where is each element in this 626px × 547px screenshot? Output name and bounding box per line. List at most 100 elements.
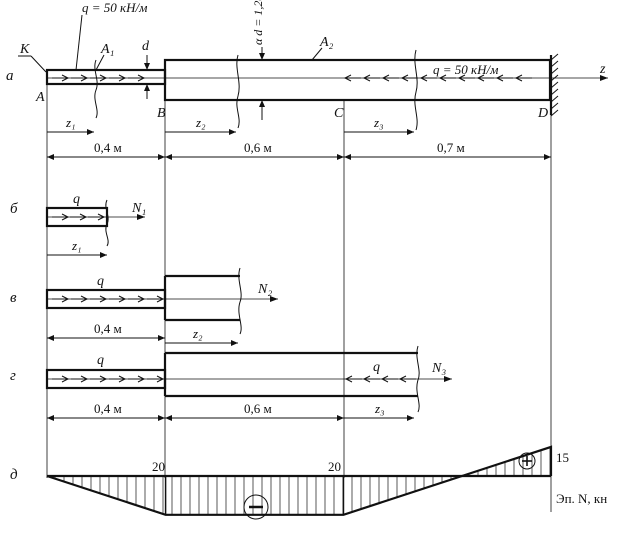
row-label-a: а: [6, 68, 14, 84]
load-arrow-icon: [61, 74, 70, 82]
load-label-left: q = 50 кН/м: [82, 0, 147, 15]
load-arrow-icon: [457, 74, 466, 82]
load-arrow-icon: [80, 295, 89, 303]
distributed-load-b: [52, 213, 106, 221]
load-arrow-icon: [61, 375, 70, 383]
cut-rod-g-thick: [163, 351, 418, 398]
diameter-d-label: d: [142, 39, 150, 54]
point-d-label: D: [537, 106, 548, 121]
z1-b-arrow-icon: [100, 252, 107, 258]
load-arrow-icon: [61, 213, 70, 221]
epure-value-d: 15: [556, 450, 569, 465]
q-label-b: q: [73, 192, 80, 207]
z2-arrow-icon: [229, 129, 236, 135]
n3-arrow-icon: [444, 376, 452, 382]
z1-label: z₁: [65, 115, 76, 130]
length-1-label: 0,4 м: [94, 140, 122, 155]
section-line-3: [414, 49, 418, 131]
load-arrow-icon: [380, 375, 389, 383]
load-arrow-icon: [99, 295, 108, 303]
len1-v-left-arrow-icon: [47, 335, 54, 341]
load-arrow-icon: [61, 295, 70, 303]
load-arrow-icon: [362, 74, 371, 82]
load-arrow-icon: [438, 74, 447, 82]
n2-arrow-icon: [270, 296, 278, 302]
main-rod-scheme: а z K q = 50 кН/м: [6, 0, 608, 160]
row-label-d: д: [10, 467, 18, 483]
q-label-g-right: q: [373, 360, 380, 375]
n1-label: N₁: [131, 201, 146, 216]
distributed-load-ab: [52, 74, 146, 82]
z-axis-label: z: [599, 62, 606, 77]
load-arrow-icon: [137, 375, 146, 383]
load-arrow-icon: [118, 375, 127, 383]
section-scheme-b: б q N₁ z₁: [10, 192, 146, 258]
load-arrow-icon: [137, 74, 146, 82]
a2-leader-line: [311, 47, 323, 61]
load-leader-left: [75, 14, 83, 71]
epure-title: Эп. N, кн: [556, 491, 607, 506]
epure-hatch: [54, 447, 551, 515]
z1-label-b: z₁: [71, 238, 82, 253]
row-label-v: в: [10, 290, 17, 306]
epure-outline: [46, 445, 553, 516]
q-label-v: q: [97, 274, 104, 289]
section-line-v: [238, 267, 242, 335]
load-arrow-icon: [80, 74, 89, 82]
axial-force-epure: д 20 20 15 Эп. N, кн: [10, 445, 607, 520]
z3-arrow-icon: [407, 129, 414, 135]
load-arrow-icon: [137, 295, 146, 303]
load-arrow-icon: [514, 74, 523, 82]
epure-marks: [164, 446, 552, 515]
epure-value-b: 20: [152, 459, 165, 474]
point-a-label: A: [35, 90, 45, 105]
length-2-label: 0,6 м: [244, 140, 272, 155]
point-k-label: K: [19, 42, 30, 57]
d-arrow-top-icon: [144, 63, 150, 70]
len2-label-g: 0,6 м: [244, 401, 272, 416]
load-arrow-icon: [156, 295, 165, 303]
plus-sign-icon: [518, 452, 536, 470]
z2-label-v: z₂: [192, 326, 203, 341]
minus-sign-icon: [243, 494, 269, 520]
load-arrow-icon: [156, 375, 165, 383]
load-arrow-icon: [362, 375, 371, 383]
load-arrow-icon: [381, 74, 390, 82]
length-3-label: 0,7 м: [437, 140, 465, 155]
length-dim-arrows: [47, 154, 551, 160]
load-label-right: q = 50 кН/м: [433, 62, 498, 77]
load-arrow-icon: [343, 74, 352, 82]
z-axis-arrow-icon: [600, 75, 608, 81]
z3-g-arrow-icon: [407, 415, 414, 421]
load-arrow-icon: [476, 74, 485, 82]
big-d-arrow-top-icon: [259, 53, 265, 60]
section-scheme-g: г q q N₃ 0,4 м 0,6 м z₃: [10, 345, 452, 421]
n1-arrow-icon: [137, 214, 145, 220]
load-arrow-icon: [80, 375, 89, 383]
distributed-load-cd: [343, 74, 532, 82]
load-arrow-icon: [398, 375, 407, 383]
load-arrow-icon: [344, 375, 353, 383]
epure-value-c: 20: [328, 459, 341, 474]
section-line-b: [105, 199, 109, 247]
wall-hatch: [550, 53, 559, 117]
q-label-g-left: q: [97, 353, 104, 368]
len1-label-g: 0,4 м: [94, 401, 122, 416]
point-c-label: C: [334, 106, 344, 121]
load-arrow-icon: [97, 213, 106, 221]
z1-arrow-icon: [87, 129, 94, 135]
n3-label: N₃: [431, 361, 446, 376]
row-label-g: г: [10, 368, 16, 384]
load-arrow-icon: [99, 375, 108, 383]
load-arrow-icon: [495, 74, 504, 82]
distributed-load-g-left: [52, 375, 165, 383]
load-arrow-icon: [118, 295, 127, 303]
point-b-label: B: [157, 106, 166, 121]
area-a2-label: A₂: [319, 35, 334, 50]
z3-label: z₃: [373, 115, 384, 130]
len1-label-v: 0,4 м: [94, 321, 122, 336]
area-a1-label: A₁: [100, 42, 114, 57]
load-arrow-icon: [419, 74, 428, 82]
section-scheme-v: в q N₂ 0,4 м z₂: [10, 267, 278, 346]
